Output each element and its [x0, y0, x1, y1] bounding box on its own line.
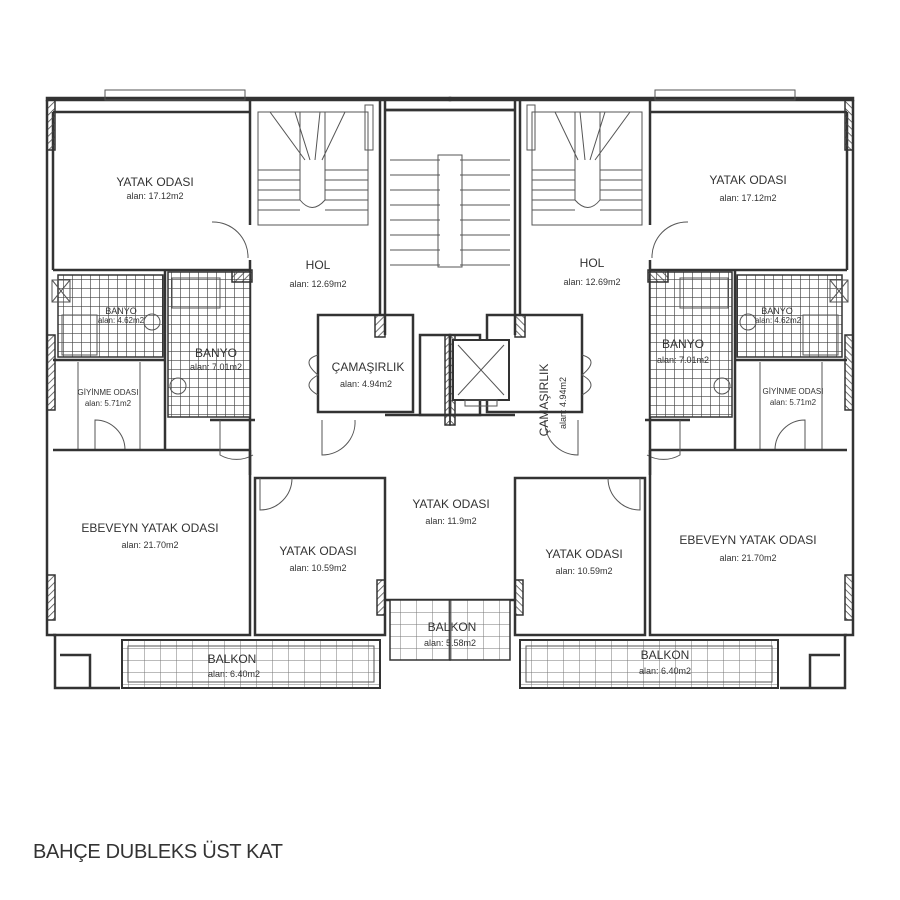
room-area: alan: 4.62m2: [755, 316, 802, 325]
room-name: BALKON: [641, 648, 690, 662]
room-name: HOL: [306, 258, 331, 272]
room-name: ÇAMAŞIRLIK: [537, 364, 551, 437]
room-area: alan: 4.94m2: [340, 379, 392, 389]
room-area: alan: 12.69m2: [289, 279, 346, 289]
room-name: YATAK ODASI: [279, 544, 356, 558]
room-name: GİYİNME ODASI: [78, 388, 139, 397]
room-area: alan: 17.12m2: [719, 193, 776, 203]
room-area: alan: 17.12m2: [126, 191, 183, 201]
room-area: alan: 7.01m2: [190, 362, 242, 372]
room-name: BALKON: [428, 620, 477, 634]
room-area: alan: 7.01m2: [657, 355, 709, 365]
room-name: YATAK ODASI: [709, 173, 786, 187]
room-name: BALKON: [208, 652, 257, 666]
room-area: alan: 6.40m2: [208, 669, 260, 679]
room-area: alan: 10.59m2: [555, 566, 612, 576]
room-name: BANYO: [105, 306, 137, 316]
room-name: BANYO: [662, 337, 704, 351]
room-name: EBEVEYN YATAK ODASI: [81, 521, 218, 535]
room-name: ÇAMAŞIRLIK: [332, 360, 405, 374]
room-area: alan: 5.71m2: [770, 398, 817, 407]
room-area: alan: 12.69m2: [563, 277, 620, 287]
room-area: alan: 21.70m2: [719, 553, 776, 563]
room-area: alan: 6.40m2: [639, 666, 691, 676]
room-area: alan: 4.94m2: [558, 377, 568, 429]
room-area: alan: 4.62m2: [98, 316, 145, 325]
room-area: alan: 21.70m2: [121, 540, 178, 550]
room-name: YATAK ODASI: [545, 547, 622, 561]
room-area: alan: 5.71m2: [85, 399, 132, 408]
room-name: BANYO: [195, 346, 237, 360]
elevator-cross-icon: [457, 344, 505, 396]
room-name: HOL: [580, 256, 605, 270]
room-area: alan: 5.58m2: [424, 638, 476, 648]
plan-title: BAHÇE DUBLEKS ÜST KAT: [33, 841, 283, 863]
room-name: BANYO: [761, 306, 793, 316]
room-name: EBEVEYN YATAK ODASI: [679, 533, 816, 547]
room-area: alan: 11.9m2: [425, 516, 476, 526]
room-name: YATAK ODASI: [116, 175, 193, 189]
room-area: alan: 10.59m2: [289, 563, 346, 573]
room-name: GİYİNME ODASI: [763, 387, 824, 396]
room-name: YATAK ODASI: [412, 497, 489, 511]
